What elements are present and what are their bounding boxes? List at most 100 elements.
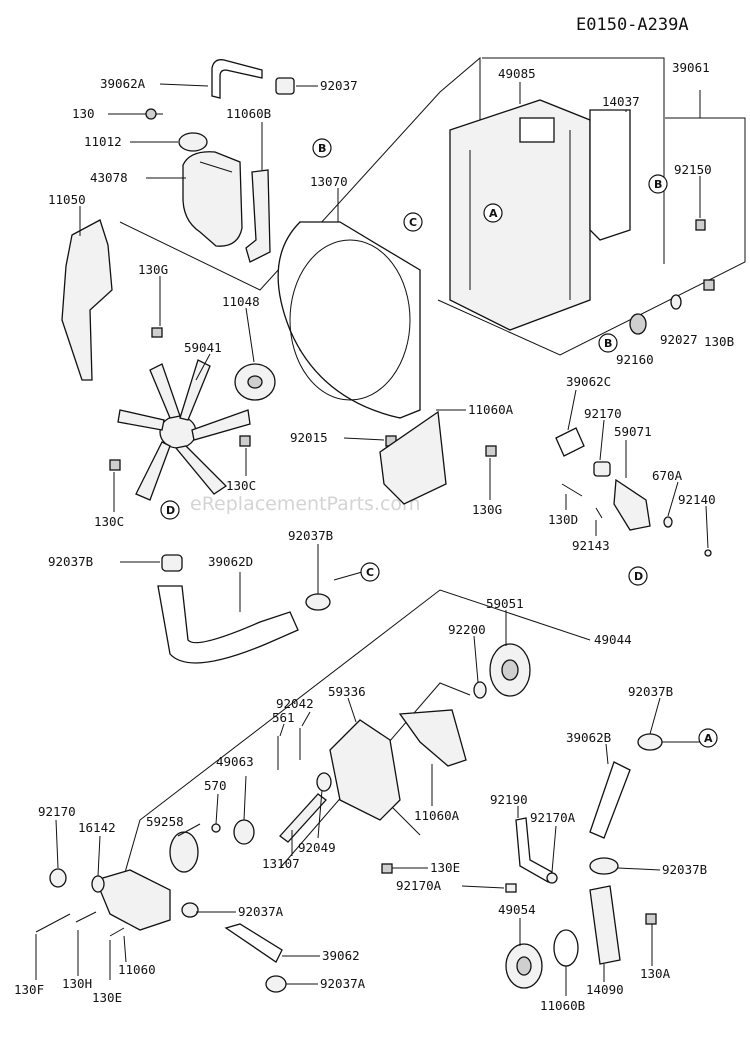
part-130C-bolt-left[interactable] [109, 459, 121, 471]
part-43078-reservoir[interactable] [182, 151, 243, 247]
label-49085: 49085 [498, 66, 536, 81]
label-561: 561 [272, 710, 295, 725]
part-39062-hose[interactable] [224, 923, 283, 963]
part-92170A-clamp-left[interactable] [505, 883, 517, 893]
part-49054-pulley[interactable] [505, 943, 543, 989]
label-92150: 92150 [674, 162, 712, 177]
part-130E-bolt-mid[interactable] [381, 863, 393, 874]
part-11060B-gasket-bottom[interactable] [553, 929, 579, 967]
outline-39061 [665, 90, 701, 119]
svg-text:A: A [489, 207, 498, 220]
part-11060B-bracket[interactable] [245, 169, 271, 263]
label-11060A-bottom: 11060A [414, 808, 460, 823]
part-130F-bolt[interactable] [35, 913, 71, 933]
part-92027-washer[interactable] [670, 294, 682, 310]
svg-text:D: D [634, 570, 643, 583]
label-16142: 16142 [78, 820, 116, 835]
part-13107-shaft[interactable] [279, 793, 327, 843]
part-11060-pump-housing[interactable] [95, 869, 171, 931]
outline-radiator-right [437, 117, 746, 356]
part-14037-screen[interactable] [589, 109, 631, 241]
svg-text:A: A [704, 732, 713, 745]
part-130H-bolt[interactable] [75, 911, 97, 923]
label-39062C: 39062C [566, 374, 611, 389]
label-11060B-top: 11060B [226, 106, 271, 121]
part-39062A-hose[interactable] [211, 59, 263, 99]
label-92042: 92042 [276, 696, 314, 711]
label-92027: 92027 [660, 332, 698, 347]
part-49063-bearing[interactable] [233, 819, 255, 845]
part-92037B-clamp-mid[interactable] [305, 593, 331, 611]
part-130A-bolt[interactable] [645, 913, 657, 925]
part-92143-pin[interactable] [595, 507, 603, 519]
part-130E-bolt-bottom[interactable] [109, 927, 125, 937]
part-92170A-clamp-right[interactable] [546, 872, 558, 884]
part-11048-pulley[interactable] [234, 363, 276, 401]
callout-d-thermostat: D [628, 566, 648, 586]
part-92037-clamp[interactable] [275, 77, 295, 95]
label-130E-bottom: 130E [92, 990, 122, 1005]
label-92170-top: 92170 [584, 406, 622, 421]
label-11048: 11048 [222, 294, 260, 309]
label-92037: 92037 [320, 78, 358, 93]
part-49085-radiator[interactable] [449, 99, 591, 331]
part-92140-ball[interactable] [704, 549, 712, 557]
part-11060A-bracket-top[interactable] [379, 410, 447, 505]
label-92170A-left: 92170A [396, 878, 442, 893]
part-92037B-clamp-left[interactable] [161, 554, 183, 572]
part-92160-cap[interactable] [629, 313, 647, 335]
part-59071-thermostat-housing[interactable] [613, 478, 651, 531]
part-13070-fan-shroud[interactable] [277, 221, 421, 419]
part-14090-pipe[interactable] [589, 885, 621, 965]
label-49054: 49054 [498, 902, 536, 917]
part-92037B-clamp-bottom[interactable] [589, 857, 619, 875]
part-59051-impeller[interactable] [489, 643, 531, 697]
label-130B: 130B [704, 334, 734, 349]
part-59041-fan[interactable] [117, 359, 251, 501]
part-11012-cap[interactable] [178, 132, 208, 152]
part-16142-fitting[interactable] [91, 875, 105, 893]
part-92037B-clamp-right[interactable] [637, 733, 663, 751]
label-49063: 49063 [216, 754, 254, 769]
label-39062D: 39062D [208, 554, 253, 569]
part-92170-clamp-left[interactable] [49, 868, 67, 888]
part-92037A-clamp-mid[interactable] [181, 902, 199, 918]
label-59071: 59071 [614, 424, 652, 439]
svg-text:C: C [409, 216, 417, 229]
label-92160: 92160 [616, 352, 654, 367]
label-59051: 59051 [486, 596, 524, 611]
part-11050-shroud-plate[interactable] [61, 219, 113, 381]
part-92150-bolt[interactable] [695, 219, 706, 231]
part-59336-pump-body[interactable] [329, 719, 401, 821]
label-92015: 92015 [290, 430, 328, 445]
part-92037A-clamp-bottom[interactable] [265, 975, 287, 993]
part-570-ball[interactable] [211, 823, 221, 833]
part-92190-pipe[interactable] [515, 817, 553, 883]
part-130C-bolt-mid[interactable] [239, 435, 251, 447]
part-92049-seal[interactable] [316, 772, 332, 792]
callout-b-top: B [312, 138, 332, 158]
label-130E-mid: 130E [430, 860, 460, 875]
part-670A-oring[interactable] [663, 516, 673, 528]
part-130G-bolt-right[interactable] [485, 445, 497, 457]
part-labels: 39062A 92037 49085 39061 130 11060B 1403… [14, 60, 734, 1013]
part-130B-bolt[interactable] [703, 279, 715, 291]
part-39062B-hose[interactable] [589, 761, 631, 839]
part-39062D-hose[interactable] [157, 585, 299, 664]
part-130-bolt[interactable] [145, 108, 163, 120]
label-39062A: 39062A [100, 76, 146, 91]
part-11060A-gasket-bottom[interactable] [398, 709, 467, 767]
svg-text:B: B [654, 178, 662, 191]
label-92037B-right: 92037B [628, 684, 673, 699]
part-39062C-hose[interactable] [555, 427, 585, 457]
label-670A: 670A [652, 468, 683, 483]
label-13070: 13070 [310, 174, 348, 189]
part-92200-ring[interactable] [473, 681, 487, 699]
part-92170-clamp-top[interactable] [593, 461, 611, 477]
label-39062: 39062 [322, 948, 360, 963]
label-11050: 11050 [48, 192, 86, 207]
part-130G-bolt-left[interactable] [151, 327, 163, 338]
part-130D-bolt[interactable] [561, 483, 583, 497]
part-59258-impeller[interactable] [169, 831, 199, 873]
